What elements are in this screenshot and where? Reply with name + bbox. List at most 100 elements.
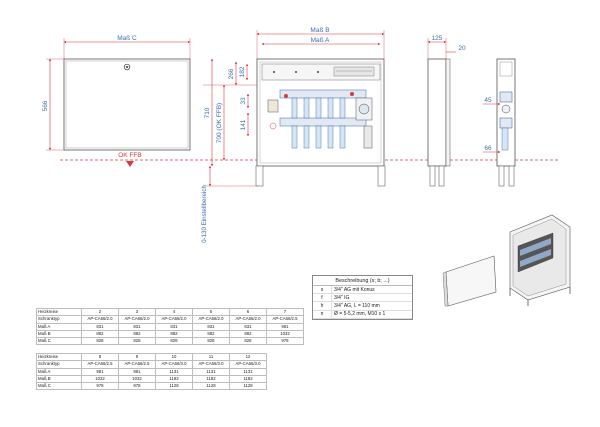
table-cell: 7 xyxy=(266,307,304,317)
dim-266: 266 xyxy=(228,68,235,79)
dim-33: 33 xyxy=(240,97,247,105)
table-cell: 882 xyxy=(118,329,156,339)
row-header: Schranktyp xyxy=(36,360,82,369)
table-cell: 831 xyxy=(81,322,119,331)
table-cell: 1182 xyxy=(229,374,267,384)
table-cell: 882 xyxy=(229,329,267,339)
table-cell: AP-CA66/3.0 xyxy=(192,360,230,369)
table-cell: 882 xyxy=(192,329,230,339)
table-cell: 5 xyxy=(192,307,230,317)
row-header: Heizkreise xyxy=(36,307,82,317)
floor-marker-icon xyxy=(126,161,134,167)
table-cell: 1128 xyxy=(192,382,230,391)
table-cell: 1182 xyxy=(155,374,193,384)
table-cell: AP-CA66/2.0 xyxy=(118,315,156,324)
table-cell: 831 xyxy=(229,322,267,331)
dim-66: 66 xyxy=(484,145,492,152)
table-cell: AP-CA66/2.5 xyxy=(266,315,304,324)
table-cell: 828 xyxy=(229,337,267,346)
dim-141: 141 xyxy=(240,119,247,130)
table-cell: 11 xyxy=(192,352,230,362)
table-cell: 828 xyxy=(118,337,156,346)
table-cell: AP-CA66/2.0 xyxy=(155,315,193,324)
table-cell: 831 xyxy=(118,322,156,331)
table-cell: 3 xyxy=(118,307,156,317)
table-cell: 1032 xyxy=(118,374,156,384)
table-cell: 10 xyxy=(155,352,193,362)
dim-182: 182 xyxy=(239,66,246,77)
table-cell: 882 xyxy=(81,329,119,339)
table-cell: 882 xyxy=(155,329,193,339)
table-cell: 1131 xyxy=(155,367,193,376)
dim-125: 125 xyxy=(432,35,443,42)
row-header: Maß A xyxy=(36,367,82,376)
cabinet-legs xyxy=(255,165,386,187)
dim-mass-a: Maß A xyxy=(311,37,330,44)
table-cell: AP-CA66/2.5 xyxy=(81,360,119,369)
row-header: Maß C xyxy=(36,382,82,391)
table-cell: 1128 xyxy=(155,382,193,391)
table-cell: AP-CA66/3.0 xyxy=(155,360,193,369)
table-cell: 1032 xyxy=(81,374,119,384)
table-cell: 981 xyxy=(81,367,119,376)
dim-45: 45 xyxy=(484,97,492,104)
table-cell: 828 xyxy=(81,337,119,346)
table-cell: 828 xyxy=(155,337,193,346)
dim-einstellbereich: 0-130 Einstellbereich xyxy=(201,185,208,243)
table-cell: 12 xyxy=(229,352,267,362)
table-cell: 831 xyxy=(192,322,230,331)
row-header: Maß B xyxy=(36,374,82,384)
legend-title: Beschreibung (s; b; ...) xyxy=(313,276,412,286)
row-header: Maß C xyxy=(36,337,82,346)
isometric-view xyxy=(442,214,571,307)
table-cell: 981 xyxy=(118,367,156,376)
dim-20: 20 xyxy=(458,45,466,52)
row-header: Maß A xyxy=(36,322,82,331)
table-cell: 1131 xyxy=(229,367,267,376)
table-cell: 1182 xyxy=(192,374,230,384)
label-ok-ffb: OK FFB xyxy=(118,152,141,159)
table-cell: 1128 xyxy=(229,382,267,391)
cabinet-side-view xyxy=(427,58,451,187)
dim-mass-c: Maß C xyxy=(117,35,137,42)
table-cell: 831 xyxy=(155,322,193,331)
row-header: Schranktyp xyxy=(36,315,82,324)
table-cell: 828 xyxy=(192,337,230,346)
cabinet-open-view xyxy=(256,58,385,167)
table-cell: AP-CA66/2.0 xyxy=(192,315,230,324)
table-cell: AP-CA66/2.5 xyxy=(118,360,156,369)
table-cell: 6 xyxy=(229,307,267,317)
dim-566: 566 xyxy=(42,100,49,111)
front-view-door xyxy=(63,58,191,151)
table-cell: 9 xyxy=(118,352,156,362)
cabinet-section-view xyxy=(496,58,516,187)
table-cell: 978 xyxy=(81,382,119,391)
table-cell: AP-CA66/2.0 xyxy=(229,315,267,324)
row-header: Maß B xyxy=(36,329,82,339)
table-cell: 981 xyxy=(266,322,304,331)
table-cell: 2 xyxy=(81,307,119,317)
table-cell: AP-CA66/3.0 xyxy=(229,360,267,369)
table-cell: 978 xyxy=(118,382,156,391)
table-cell: 8 xyxy=(81,352,119,362)
dim-710: 710 xyxy=(204,107,211,118)
dim-mass-b: Maß B xyxy=(310,27,329,34)
